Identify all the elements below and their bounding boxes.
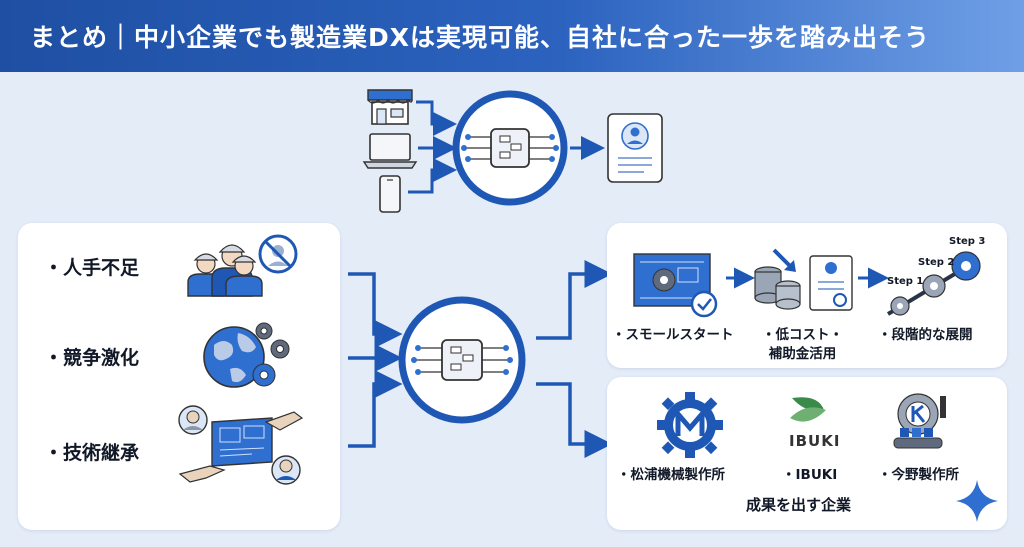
- ibuki-leaf-logo-icon: [790, 397, 826, 422]
- company-label: ・IBUKI: [782, 467, 838, 483]
- workers-no-entry-icon: [187, 234, 298, 297]
- companies-caption: 成果を出す企業: [746, 496, 852, 514]
- profile-card-icon: [607, 113, 663, 183]
- challenge-label: ・人手不足: [44, 257, 140, 279]
- konno-k-gear-logo-icon: [893, 393, 946, 449]
- sparkle-icon: [956, 480, 998, 522]
- approach-label: ・段階的な展開: [878, 327, 973, 343]
- storefront-icon: [367, 89, 413, 125]
- steps-gears-icon: [886, 251, 981, 316]
- approach-icons: [633, 248, 981, 318]
- center-flow-diagram: [348, 260, 610, 458]
- coins-cost-icon: [754, 248, 801, 310]
- header-banner: まとめ｜中小企業でも製造業DXは実現可能、自社に合った一歩を踏み出そう: [0, 0, 1024, 72]
- approach-label: ・低コスト・ 補助金活用: [762, 327, 843, 362]
- blueprint-check-icon: [633, 253, 718, 318]
- dx-hub-center-icon: [398, 296, 526, 424]
- step-marker: Step 3: [949, 236, 986, 247]
- globe-gears-icon: [203, 322, 290, 388]
- challenge-label: ・競争激化: [44, 347, 140, 369]
- blueprint-handover-icon: [178, 405, 304, 485]
- laptop-icon: [362, 133, 418, 169]
- page-title: まとめ｜中小企業でも製造業DXは実現可能、自社に合った一歩を踏み出そう: [30, 23, 931, 52]
- top-flow-diagram: [362, 89, 663, 213]
- ibuki-logo-text: IBUKI: [789, 432, 841, 450]
- company-logos: [657, 392, 946, 458]
- challenge-label: ・技術継承: [44, 442, 140, 464]
- document-certificate-icon: [809, 255, 853, 311]
- smartphone-icon: [379, 175, 401, 213]
- company-label: ・松浦機械製作所: [617, 467, 725, 483]
- company-label: ・今野製作所: [878, 467, 959, 483]
- dx-hub-icon: [452, 90, 568, 206]
- step-marker: Step 2: [918, 257, 955, 268]
- matsuura-gear-logo-icon: [657, 392, 723, 458]
- step-marker: Step 1: [887, 276, 924, 287]
- approach-label: ・スモールスタート: [612, 327, 734, 343]
